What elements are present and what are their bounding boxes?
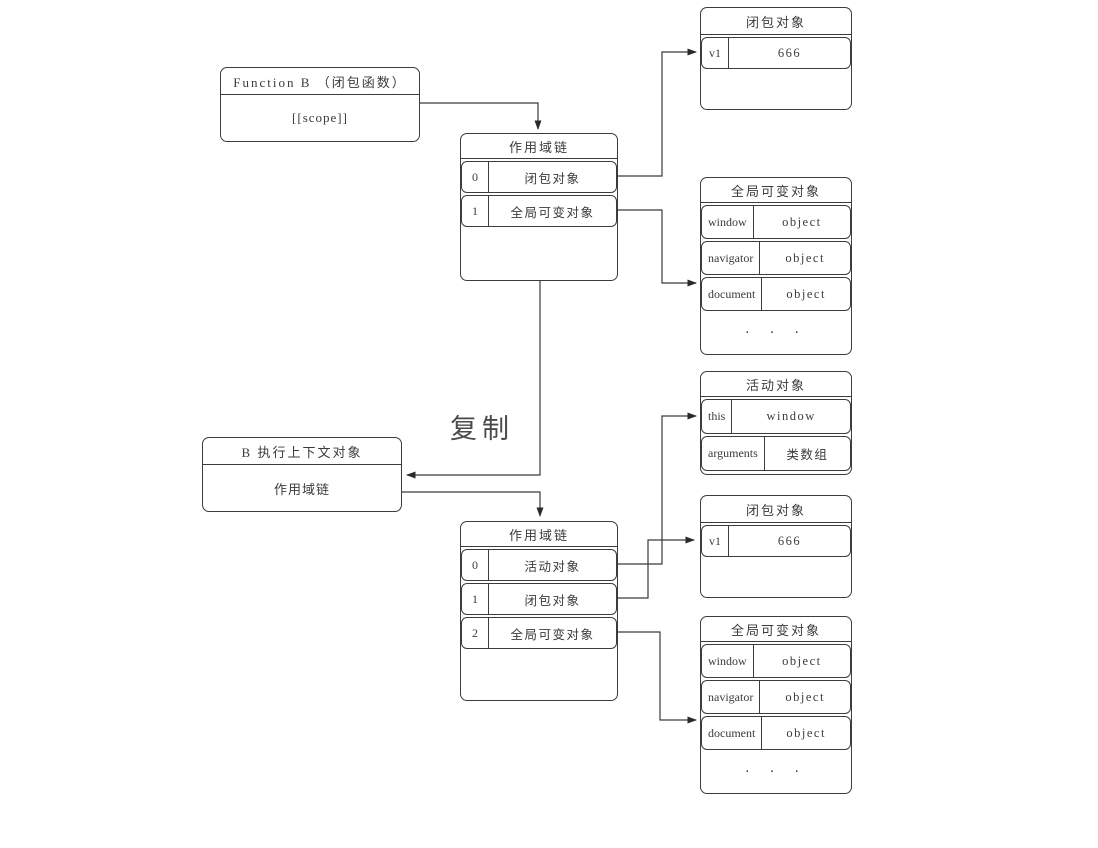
function-b-box: Function B （闭包函数） [[scope]] [220, 67, 420, 142]
row-value: object [782, 653, 822, 668]
exec-context-title: B 执行上下文对象 [203, 438, 401, 465]
row-value: object [782, 214, 822, 229]
active-object-row-arguments: arguments 类数组 [701, 436, 851, 471]
row-key: document [702, 717, 763, 749]
scope-chain-top-row-1: 1 全局可变对象 [461, 195, 617, 227]
arrow-functionb-to-scopechain [420, 102, 542, 130]
row-key: v1 [702, 526, 729, 556]
arrow-exec-context-to-scopechain [402, 491, 544, 517]
closure-object-bottom-row-v1: v1 666 [701, 525, 851, 557]
row-key: window [702, 645, 754, 677]
row-index: 0 [462, 550, 489, 580]
function-b-scope-slot: [[scope]] [292, 110, 348, 125]
exec-context-box: B 执行上下文对象 作用域链 [202, 437, 402, 512]
arrow-row0-to-closure-top [618, 48, 697, 177]
closure-object-bottom-box: 闭包对象 v1 666 [700, 495, 852, 598]
row-key: document [702, 278, 763, 310]
arrow-row1-to-closure-bottom [618, 536, 695, 599]
active-object-title: 活动对象 [701, 372, 851, 397]
global-top-row-navigator: navigator object [701, 241, 851, 275]
global-object-top-box: 全局可变对象 window object navigator object do… [700, 177, 852, 355]
arrow-row2-to-global-bottom [618, 631, 697, 724]
global-bottom-row-window: window object [701, 644, 851, 678]
scope-chain-top-box: 作用域链 0 闭包对象 1 全局可变对象 [460, 133, 618, 281]
row-index: 2 [462, 618, 489, 648]
row-index: 1 [462, 584, 489, 614]
global-object-bottom-title: 全局可变对象 [701, 617, 851, 642]
row-key: v1 [702, 38, 729, 68]
row-value: 全局可变对象 [510, 627, 595, 642]
global-bottom-row-document: document object [701, 716, 851, 750]
row-value: window [766, 409, 816, 423]
global-bottom-row-navigator: navigator object [701, 680, 851, 714]
ellipsis: · · · [744, 764, 808, 780]
copy-label: 复制 [450, 414, 514, 444]
closure-object-top-row-v1: v1 666 [701, 37, 851, 69]
arrow-copy-to-exec-context [406, 281, 541, 479]
scope-chain-bottom-title: 作用域链 [461, 522, 617, 547]
function-b-title: Function B （闭包函数） [221, 68, 419, 95]
row-key: navigator [702, 242, 761, 274]
scope-chain-bottom-box: 作用域链 0 活动对象 1 闭包对象 2 全局可变对象 [460, 521, 618, 701]
global-object-bottom-box: 全局可变对象 window object navigator object do… [700, 616, 852, 794]
row-value: 全局可变对象 [510, 205, 595, 220]
row-value: 666 [777, 533, 802, 548]
scope-chain-bottom-row-2: 2 全局可变对象 [461, 617, 617, 649]
scope-chain-bottom-row-1: 1 闭包对象 [461, 583, 617, 615]
row-value: object [786, 286, 826, 301]
closure-object-top-box: 闭包对象 v1 666 [700, 7, 852, 110]
arrow-row1-to-global-top [618, 209, 697, 287]
row-key: window [702, 206, 754, 238]
row-value: 闭包对象 [524, 171, 581, 186]
active-object-box: 活动对象 this window arguments 类数组 [700, 371, 852, 475]
row-value: object [786, 725, 826, 740]
row-value: 类数组 [786, 448, 829, 462]
row-index: 1 [462, 196, 489, 226]
scope-chain-bottom-row-0: 0 活动对象 [461, 549, 617, 581]
active-object-row-this: this window [701, 399, 851, 434]
closure-object-bottom-title: 闭包对象 [701, 496, 851, 523]
row-value: object [785, 250, 825, 265]
global-top-row-document: document object [701, 277, 851, 311]
scope-chain-top-title: 作用域链 [461, 134, 617, 159]
row-value: object [785, 689, 825, 704]
closure-object-top-title: 闭包对象 [701, 8, 851, 35]
global-object-top-title: 全局可变对象 [701, 178, 851, 203]
row-value: 活动对象 [524, 559, 581, 574]
row-value: 闭包对象 [524, 593, 581, 608]
row-key: arguments [702, 437, 765, 470]
global-top-row-window: window object [701, 205, 851, 239]
row-key: navigator [702, 681, 761, 713]
ellipsis: · · · [744, 325, 808, 341]
arrow-row0-to-active-object [618, 412, 697, 565]
row-key: this [702, 400, 733, 433]
row-index: 0 [462, 162, 489, 192]
exec-context-scope-chain: 作用域链 [273, 481, 330, 497]
row-value: 666 [777, 45, 802, 60]
scope-chain-top-row-0: 0 闭包对象 [461, 161, 617, 193]
